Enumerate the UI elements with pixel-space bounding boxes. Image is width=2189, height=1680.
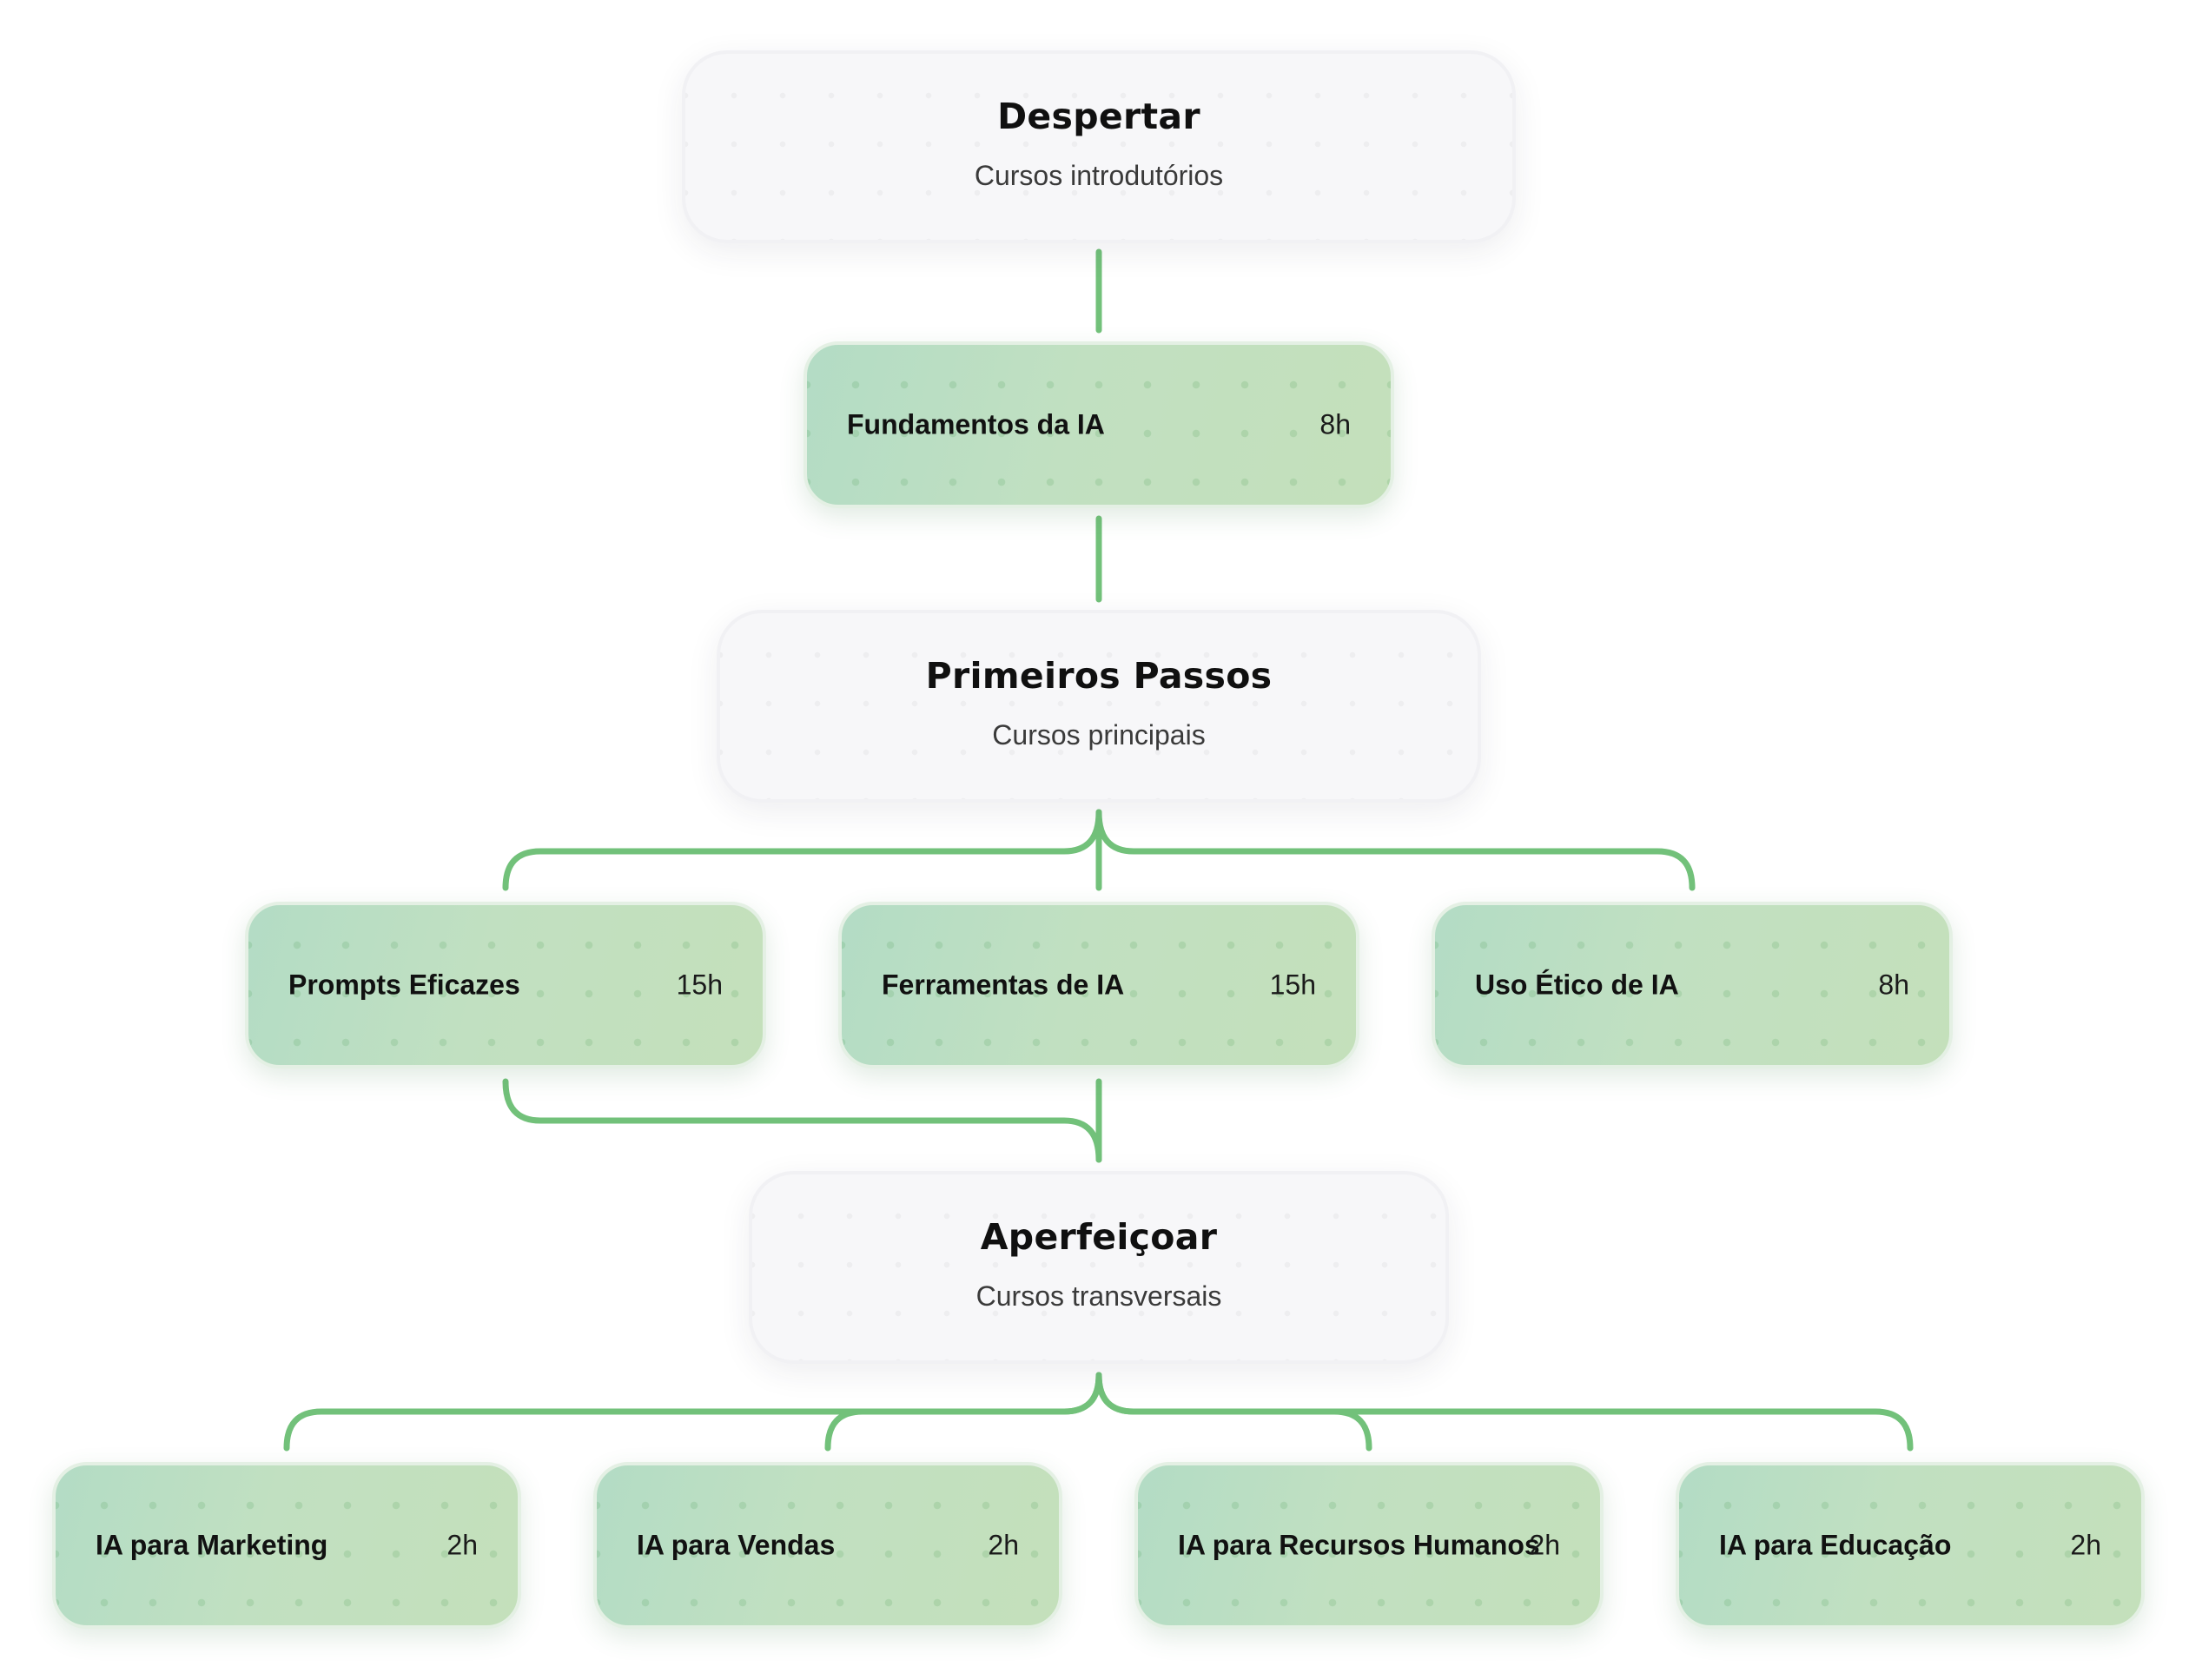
course-hours: 2h (988, 1529, 1019, 1561)
course-title: Uso Ético de IA (1475, 969, 1679, 1001)
course-hours: 15h (1269, 969, 1316, 1001)
stage-subtitle: Cursos transversais (975, 1280, 1222, 1312)
stage-primeiros-passos: Primeiros Passos Cursos principais (717, 610, 1481, 803)
connector-primeiros-passos-prompts (502, 809, 1102, 891)
connector-aperfeicoar-rh (1095, 1372, 1372, 1452)
course-uso-etico-de-ia[interactable]: Uso Ético de IA 8h (1432, 902, 1953, 1068)
stage-subtitle: Cursos principais (992, 719, 1206, 751)
course-ia-para-vendas[interactable]: IA para Vendas 2h (593, 1462, 1062, 1629)
connector-aperfeicoar-vendas (824, 1372, 1102, 1452)
course-hours: 2h (446, 1529, 478, 1561)
stage-subtitle: Cursos introdutórios (974, 160, 1224, 191)
course-ia-para-marketing[interactable]: IA para Marketing 2h (52, 1462, 521, 1629)
course-title: Prompts Eficazes (288, 969, 520, 1001)
course-hours: 8h (1878, 969, 1909, 1001)
course-prompts-eficazes[interactable]: Prompts Eficazes 15h (245, 902, 766, 1068)
stage-title: Aperfeiçoar (980, 1216, 1218, 1258)
connector-prompts-aperfeicoar (502, 1078, 1102, 1163)
connector-primeiros-passos-etico (1095, 809, 1696, 891)
course-title: IA para Marketing (96, 1529, 328, 1561)
course-hours: 2h (2070, 1529, 2101, 1561)
course-fundamentos-da-ia[interactable]: Fundamentos da IA 8h (804, 341, 1394, 508)
stage-aperfeicoar: Aperfeiçoar Cursos transversais (749, 1171, 1449, 1364)
course-ferramentas-de-ia[interactable]: Ferramentas de IA 15h (838, 902, 1359, 1068)
course-title: Ferramentas de IA (882, 969, 1125, 1001)
course-title: IA para Recursos Humanos (1178, 1529, 1540, 1561)
course-hours: 15h (676, 969, 723, 1001)
course-hours: 8h (1319, 408, 1351, 440)
stage-despertar: Despertar Cursos introdutórios (682, 50, 1516, 243)
course-title: Fundamentos da IA (847, 408, 1105, 440)
course-hours: 2h (1529, 1529, 1560, 1561)
connector-aperfeicoar-educacao (1095, 1372, 1914, 1452)
stage-title: Primeiros Passos (925, 655, 1273, 697)
course-title: IA para Educação (1719, 1529, 1952, 1561)
course-ia-para-recursos-humanos[interactable]: IA para Recursos Humanos 2h (1134, 1462, 1604, 1629)
course-title: IA para Vendas (637, 1529, 836, 1561)
course-ia-para-educacao[interactable]: IA para Educação 2h (1676, 1462, 2145, 1629)
stage-title: Despertar (997, 96, 1200, 137)
connector-aperfeicoar-marketing (283, 1372, 1102, 1452)
